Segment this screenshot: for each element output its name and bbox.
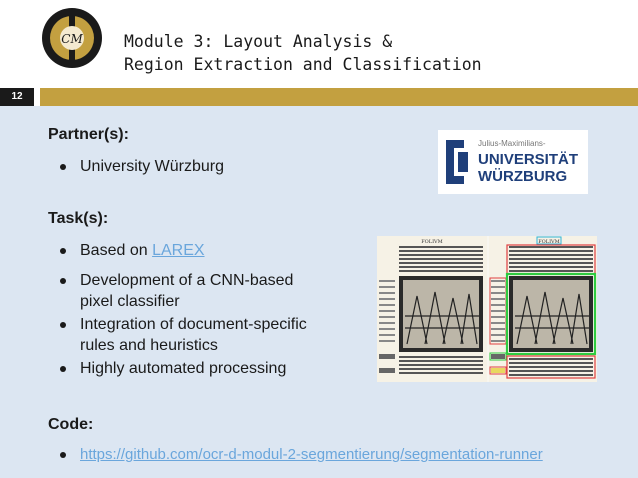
code-heading: Code:	[48, 416, 94, 433]
task-item-prefix: Based on	[80, 242, 153, 259]
task-item-label: Development of a CNN-based pixel classif…	[80, 272, 294, 310]
doc-header-left: FOLIVM	[421, 239, 443, 245]
uni-logo-line2: UNIVERSITÄT	[478, 151, 578, 168]
tasks-heading: Task(s):	[48, 210, 109, 227]
bullet-icon	[60, 248, 66, 254]
bullet-icon	[60, 452, 66, 458]
bullet-icon	[60, 164, 66, 170]
doc-header-right: FOLIVM	[538, 239, 560, 245]
title-line-2: Region Extraction and Classification	[124, 55, 482, 74]
partners-heading: Partner(s):	[48, 126, 129, 143]
bullet-icon	[60, 322, 66, 328]
task-item-label: Integration of document-specific rules a…	[80, 316, 307, 354]
slide-number: 12	[0, 88, 34, 106]
cm-logo: CM	[40, 6, 104, 70]
github-link[interactable]: https://github.com/ocr-d-modul-2-segment…	[80, 446, 543, 463]
bullet-icon	[60, 366, 66, 372]
header-divider-bar	[40, 88, 638, 106]
uni-logo-line1: Julius-Maximilians-	[478, 139, 546, 148]
university-logo: Julius-Maximilians- UNIVERSITÄT WÜRZBURG	[438, 130, 588, 194]
larex-link[interactable]: LAREX	[152, 242, 205, 259]
logo-letters: CM	[61, 32, 83, 46]
segmentation-example-image: FOLIVM F	[377, 236, 597, 382]
partner-label: University Würzburg	[80, 158, 225, 175]
uni-logo-line3: WÜRZBURG	[478, 168, 567, 185]
page-title: Module 3: Layout Analysis & Region Extra…	[124, 30, 482, 76]
task-item-label: Highly automated processing	[80, 360, 287, 377]
title-line-1: Module 3: Layout Analysis &	[124, 32, 393, 51]
bullet-icon	[60, 278, 66, 284]
